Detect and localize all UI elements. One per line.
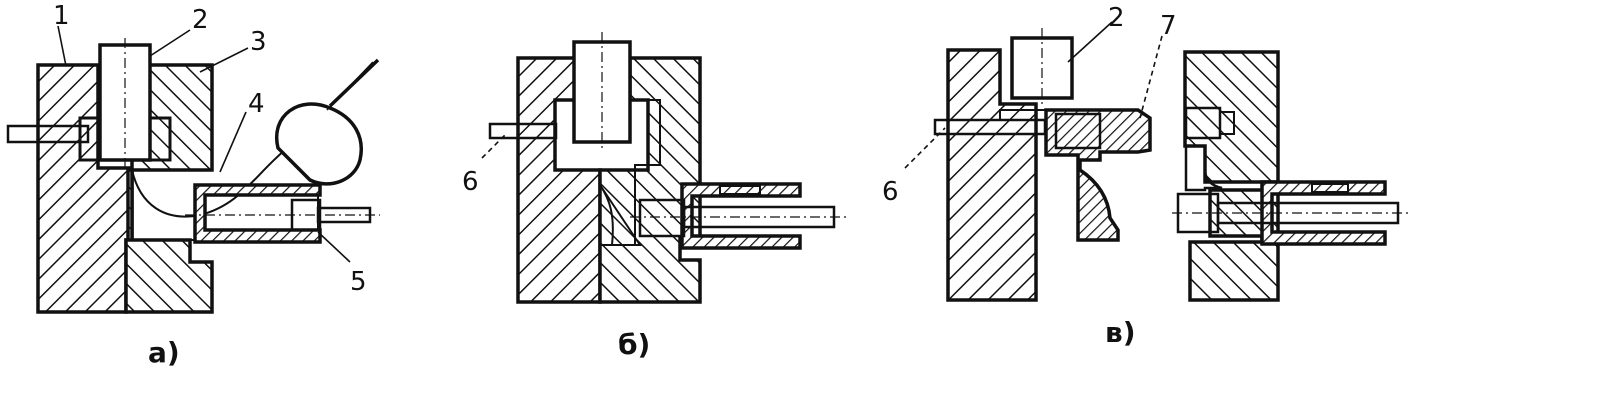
label-c-7: 7 [1160,11,1177,41]
caption-a: а) [148,336,180,369]
caption-b: б) [618,328,650,361]
label-a-4: 4 [248,89,265,119]
label-a-3: 3 [250,27,267,57]
panel-b: 6 б) [462,32,848,361]
caption-c: в) [1105,316,1136,349]
label-a-1: 1 [53,1,70,31]
label-c-6: 6 [882,177,899,207]
panel-c: 2 7 6 в) [882,3,1410,349]
shot-sleeve [1260,180,1387,246]
ejector-rod [488,122,558,140]
moving-die-half [1183,50,1280,302]
ladle-bowl [274,102,363,186]
panel-a: 1 2 3 4 5 а) [6,1,380,369]
label-b-6: 6 [462,167,479,197]
shot-sleeve [680,182,802,250]
label-a-5: 5 [350,267,367,297]
fixed-die-half [946,48,1038,302]
label-c-2: 2 [1108,3,1125,33]
ejected-casting [1044,108,1152,242]
label-a-2: 2 [192,5,209,35]
shot-sleeve [193,183,322,244]
casting-bore [1054,112,1102,150]
ejector-rod-left [6,124,90,144]
